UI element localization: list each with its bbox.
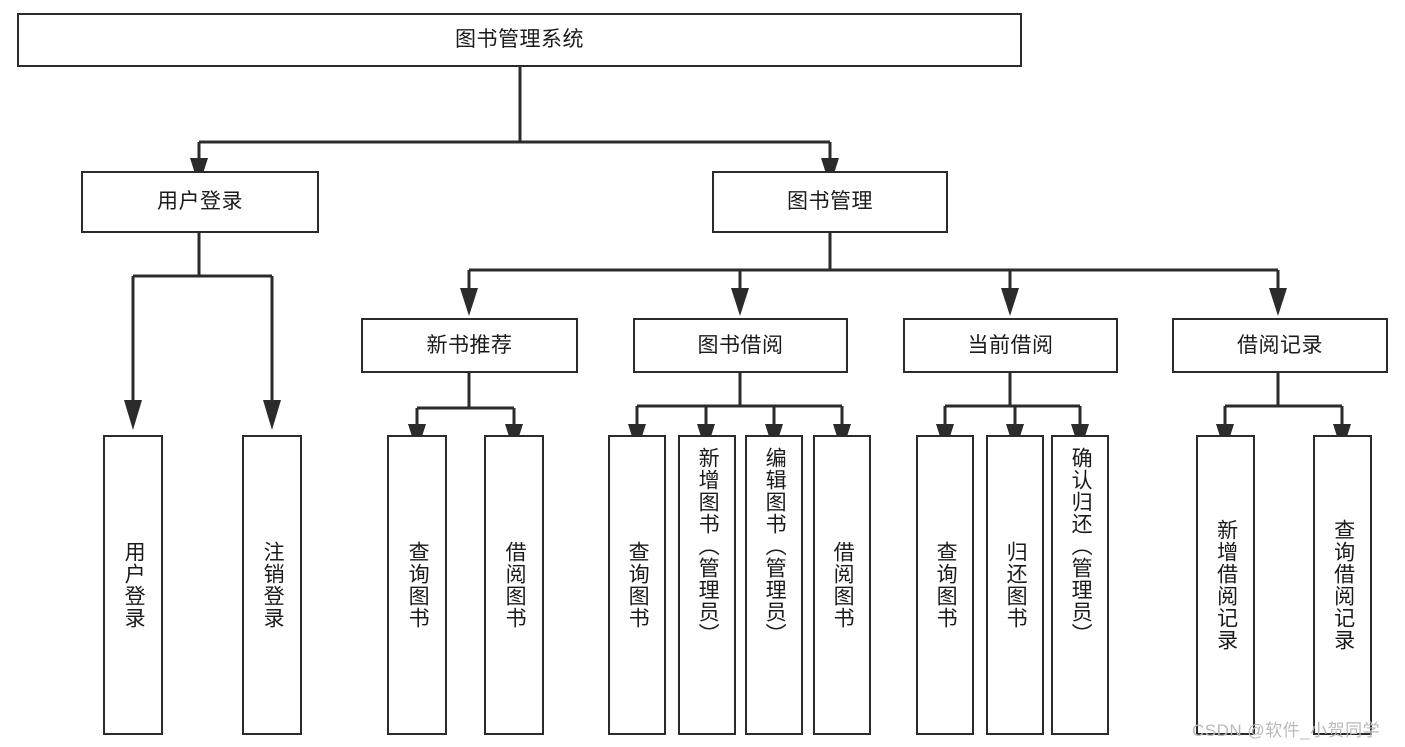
- leaf-current-borrow-return[interactable]: 归还图书: [986, 435, 1044, 735]
- node-current-borrow[interactable]: 当前借阅: [903, 318, 1118, 373]
- node-root[interactable]: 图书管理系统: [17, 13, 1022, 67]
- watermark-text: CSDN @软件_小贺同学: [1192, 721, 1381, 740]
- leaf-label: 归还图书: [1004, 541, 1028, 629]
- leaf-book-borrow-borrow[interactable]: 借阅图书: [813, 435, 871, 735]
- node-new-book-recommend-label: 新书推荐: [426, 333, 513, 357]
- leaf-current-borrow-query[interactable]: 查询图书: [916, 435, 974, 735]
- leaf-book-borrow-query[interactable]: 查询图书: [608, 435, 666, 735]
- leaf-label: 注销登录: [261, 541, 285, 629]
- leaf-label: 查询图书: [406, 541, 430, 629]
- leaf-label: 借阅图书: [503, 541, 527, 629]
- leaf-borrow-record-query[interactable]: 查询借阅记录: [1313, 435, 1372, 735]
- leaf-label: 查询借阅记录: [1331, 519, 1355, 651]
- leaf-label: 确认归还（管理员）: [1069, 447, 1093, 645]
- leaf-user-login-login[interactable]: 用户登录: [103, 435, 163, 735]
- leaf-user-login-logout[interactable]: 注销登录: [242, 435, 302, 735]
- node-book-management-label: 图书管理: [787, 190, 873, 214]
- node-borrow-record-label: 借阅记录: [1237, 333, 1323, 357]
- leaf-label: 新增图书（管理员）: [696, 447, 720, 645]
- leaf-label: 查询图书: [626, 541, 650, 629]
- node-book-borrow[interactable]: 图书借阅: [633, 318, 848, 373]
- leaf-label: 借阅图书: [831, 541, 855, 629]
- leaf-new-book-query[interactable]: 查询图书: [387, 435, 447, 735]
- leaf-label: 编辑图书（管理员）: [763, 447, 787, 645]
- leaf-borrow-record-add[interactable]: 新增借阅记录: [1196, 435, 1255, 735]
- leaf-book-borrow-edit[interactable]: 编辑图书（管理员）: [745, 435, 803, 735]
- node-user-login-label: 用户登录: [157, 190, 243, 214]
- node-new-book-recommend[interactable]: 新书推荐: [361, 318, 578, 373]
- node-user-login[interactable]: 用户登录: [81, 171, 319, 233]
- leaf-new-book-borrow[interactable]: 借阅图书: [484, 435, 544, 735]
- node-book-borrow-label: 图书借阅: [697, 333, 784, 357]
- leaf-label: 新增借阅记录: [1214, 519, 1238, 651]
- leaf-label: 用户登录: [122, 541, 146, 629]
- node-root-label: 图书管理系统: [455, 28, 584, 52]
- node-current-borrow-label: 当前借阅: [967, 333, 1054, 357]
- leaf-current-borrow-confirm-return[interactable]: 确认归还（管理员）: [1051, 435, 1109, 735]
- node-borrow-record[interactable]: 借阅记录: [1172, 318, 1388, 373]
- node-book-management[interactable]: 图书管理: [712, 171, 948, 233]
- leaf-label: 查询图书: [934, 541, 958, 629]
- leaf-book-borrow-add[interactable]: 新增图书（管理员）: [678, 435, 736, 735]
